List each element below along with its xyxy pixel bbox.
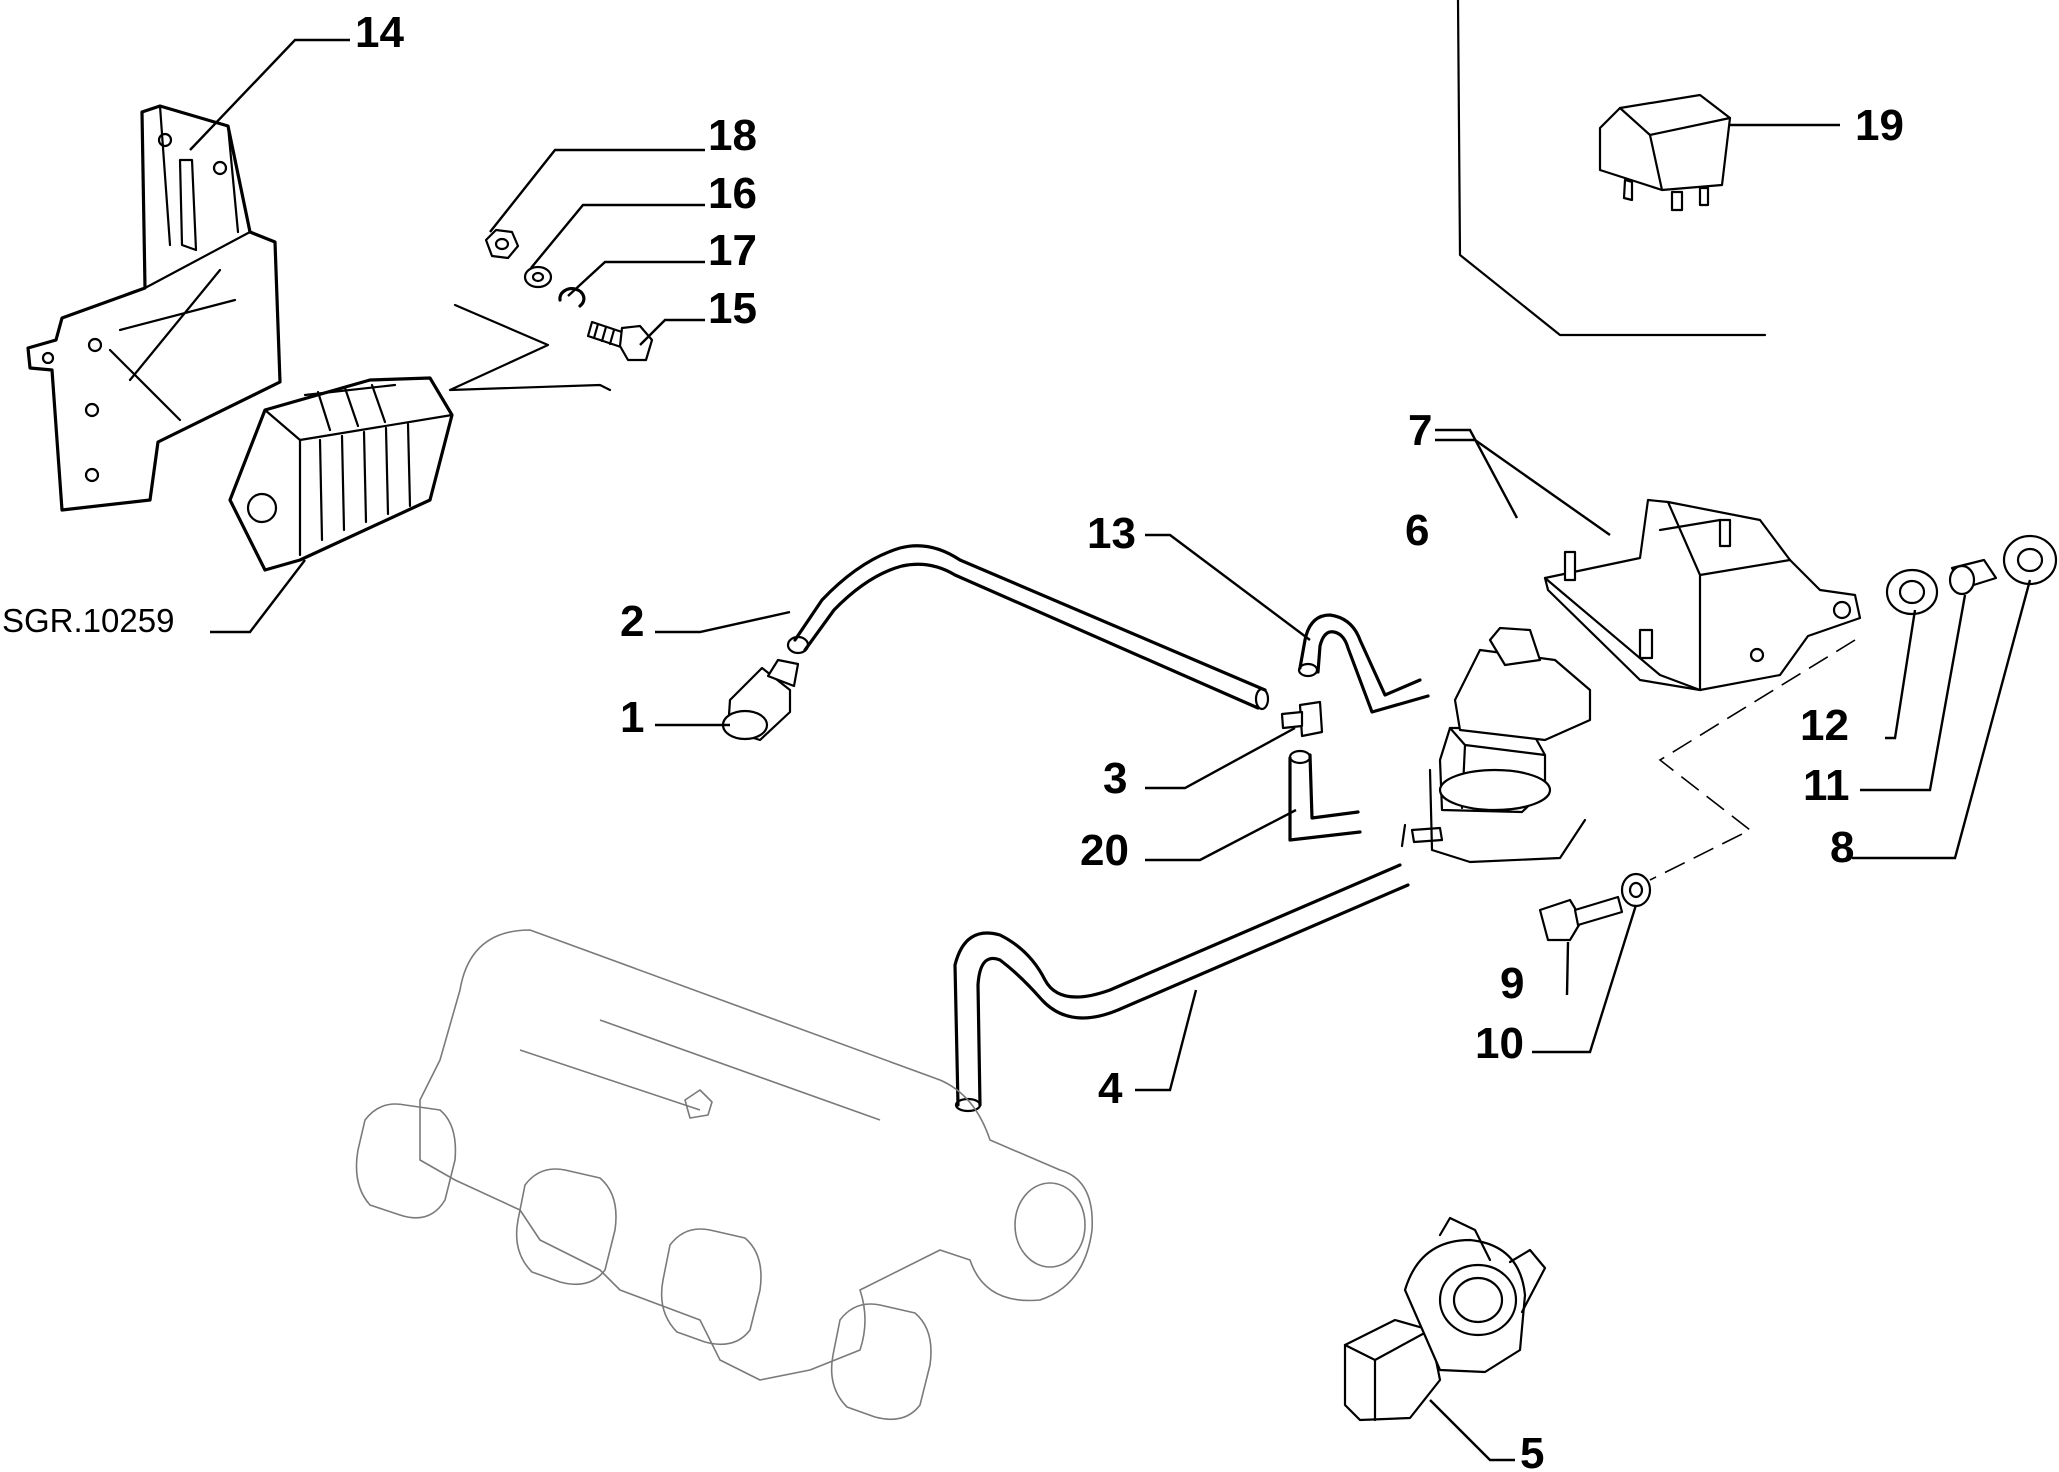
part-11-spacer bbox=[1948, 558, 1998, 596]
callout-7: 7 bbox=[1408, 406, 1432, 455]
callout-2: 2 bbox=[620, 597, 644, 646]
leader-lines bbox=[189, 38, 2032, 1462]
callout-19: 19 bbox=[1855, 101, 1904, 150]
part-9-bolt bbox=[1538, 895, 1624, 942]
callout-16: 16 bbox=[708, 169, 757, 218]
callout-6: 6 bbox=[1405, 506, 1429, 555]
part-2-hose bbox=[786, 544, 1270, 711]
callout-5: 5 bbox=[1520, 1429, 1544, 1472]
part-4-hose bbox=[953, 863, 1410, 1113]
callout-3: 3 bbox=[1103, 754, 1127, 803]
part-14-bracket bbox=[26, 104, 282, 512]
callout-13: 13 bbox=[1087, 509, 1136, 558]
part-5-clamp bbox=[1343, 1216, 1547, 1422]
callout-20: 20 bbox=[1080, 826, 1129, 875]
control-module bbox=[228, 376, 454, 572]
part-16-washer bbox=[523, 265, 553, 289]
callout-8: 8 bbox=[1830, 823, 1854, 872]
part-3-fitting bbox=[1280, 700, 1324, 738]
callout-12: 12 bbox=[1800, 701, 1849, 750]
inset-border bbox=[1456, 0, 1767, 337]
dash-line-bracket-to-grommet bbox=[1649, 639, 1856, 881]
callout-18: 18 bbox=[708, 111, 757, 160]
callout-17: 17 bbox=[708, 226, 757, 275]
part-13-hose bbox=[1297, 613, 1430, 714]
part-6-valve bbox=[1400, 626, 1592, 864]
part-10-washer bbox=[1620, 872, 1652, 908]
part-19-relay bbox=[1598, 93, 1732, 212]
assembly-bracket-line bbox=[448, 303, 612, 392]
callout-15: 15 bbox=[708, 284, 757, 333]
callout-9: 9 bbox=[1500, 959, 1524, 1008]
callout-4: 4 bbox=[1098, 1064, 1123, 1113]
exhaust-manifold bbox=[355, 929, 1093, 1421]
part-15-bolt bbox=[586, 320, 654, 362]
callout-11: 11 bbox=[1803, 761, 1850, 810]
drawing-reference: SGR.10259 bbox=[2, 602, 174, 639]
callout-14: 14 bbox=[355, 8, 404, 57]
part-7-bracket bbox=[1543, 498, 1862, 692]
callout-10: 10 bbox=[1475, 1019, 1524, 1068]
part-1-connector bbox=[721, 658, 800, 742]
callout-1: 1 bbox=[620, 693, 644, 742]
part-18-nut bbox=[484, 228, 520, 260]
part-12-grommet bbox=[1885, 568, 1939, 616]
part-8-nut bbox=[2002, 534, 2058, 586]
part-20-hose bbox=[1288, 749, 1362, 842]
